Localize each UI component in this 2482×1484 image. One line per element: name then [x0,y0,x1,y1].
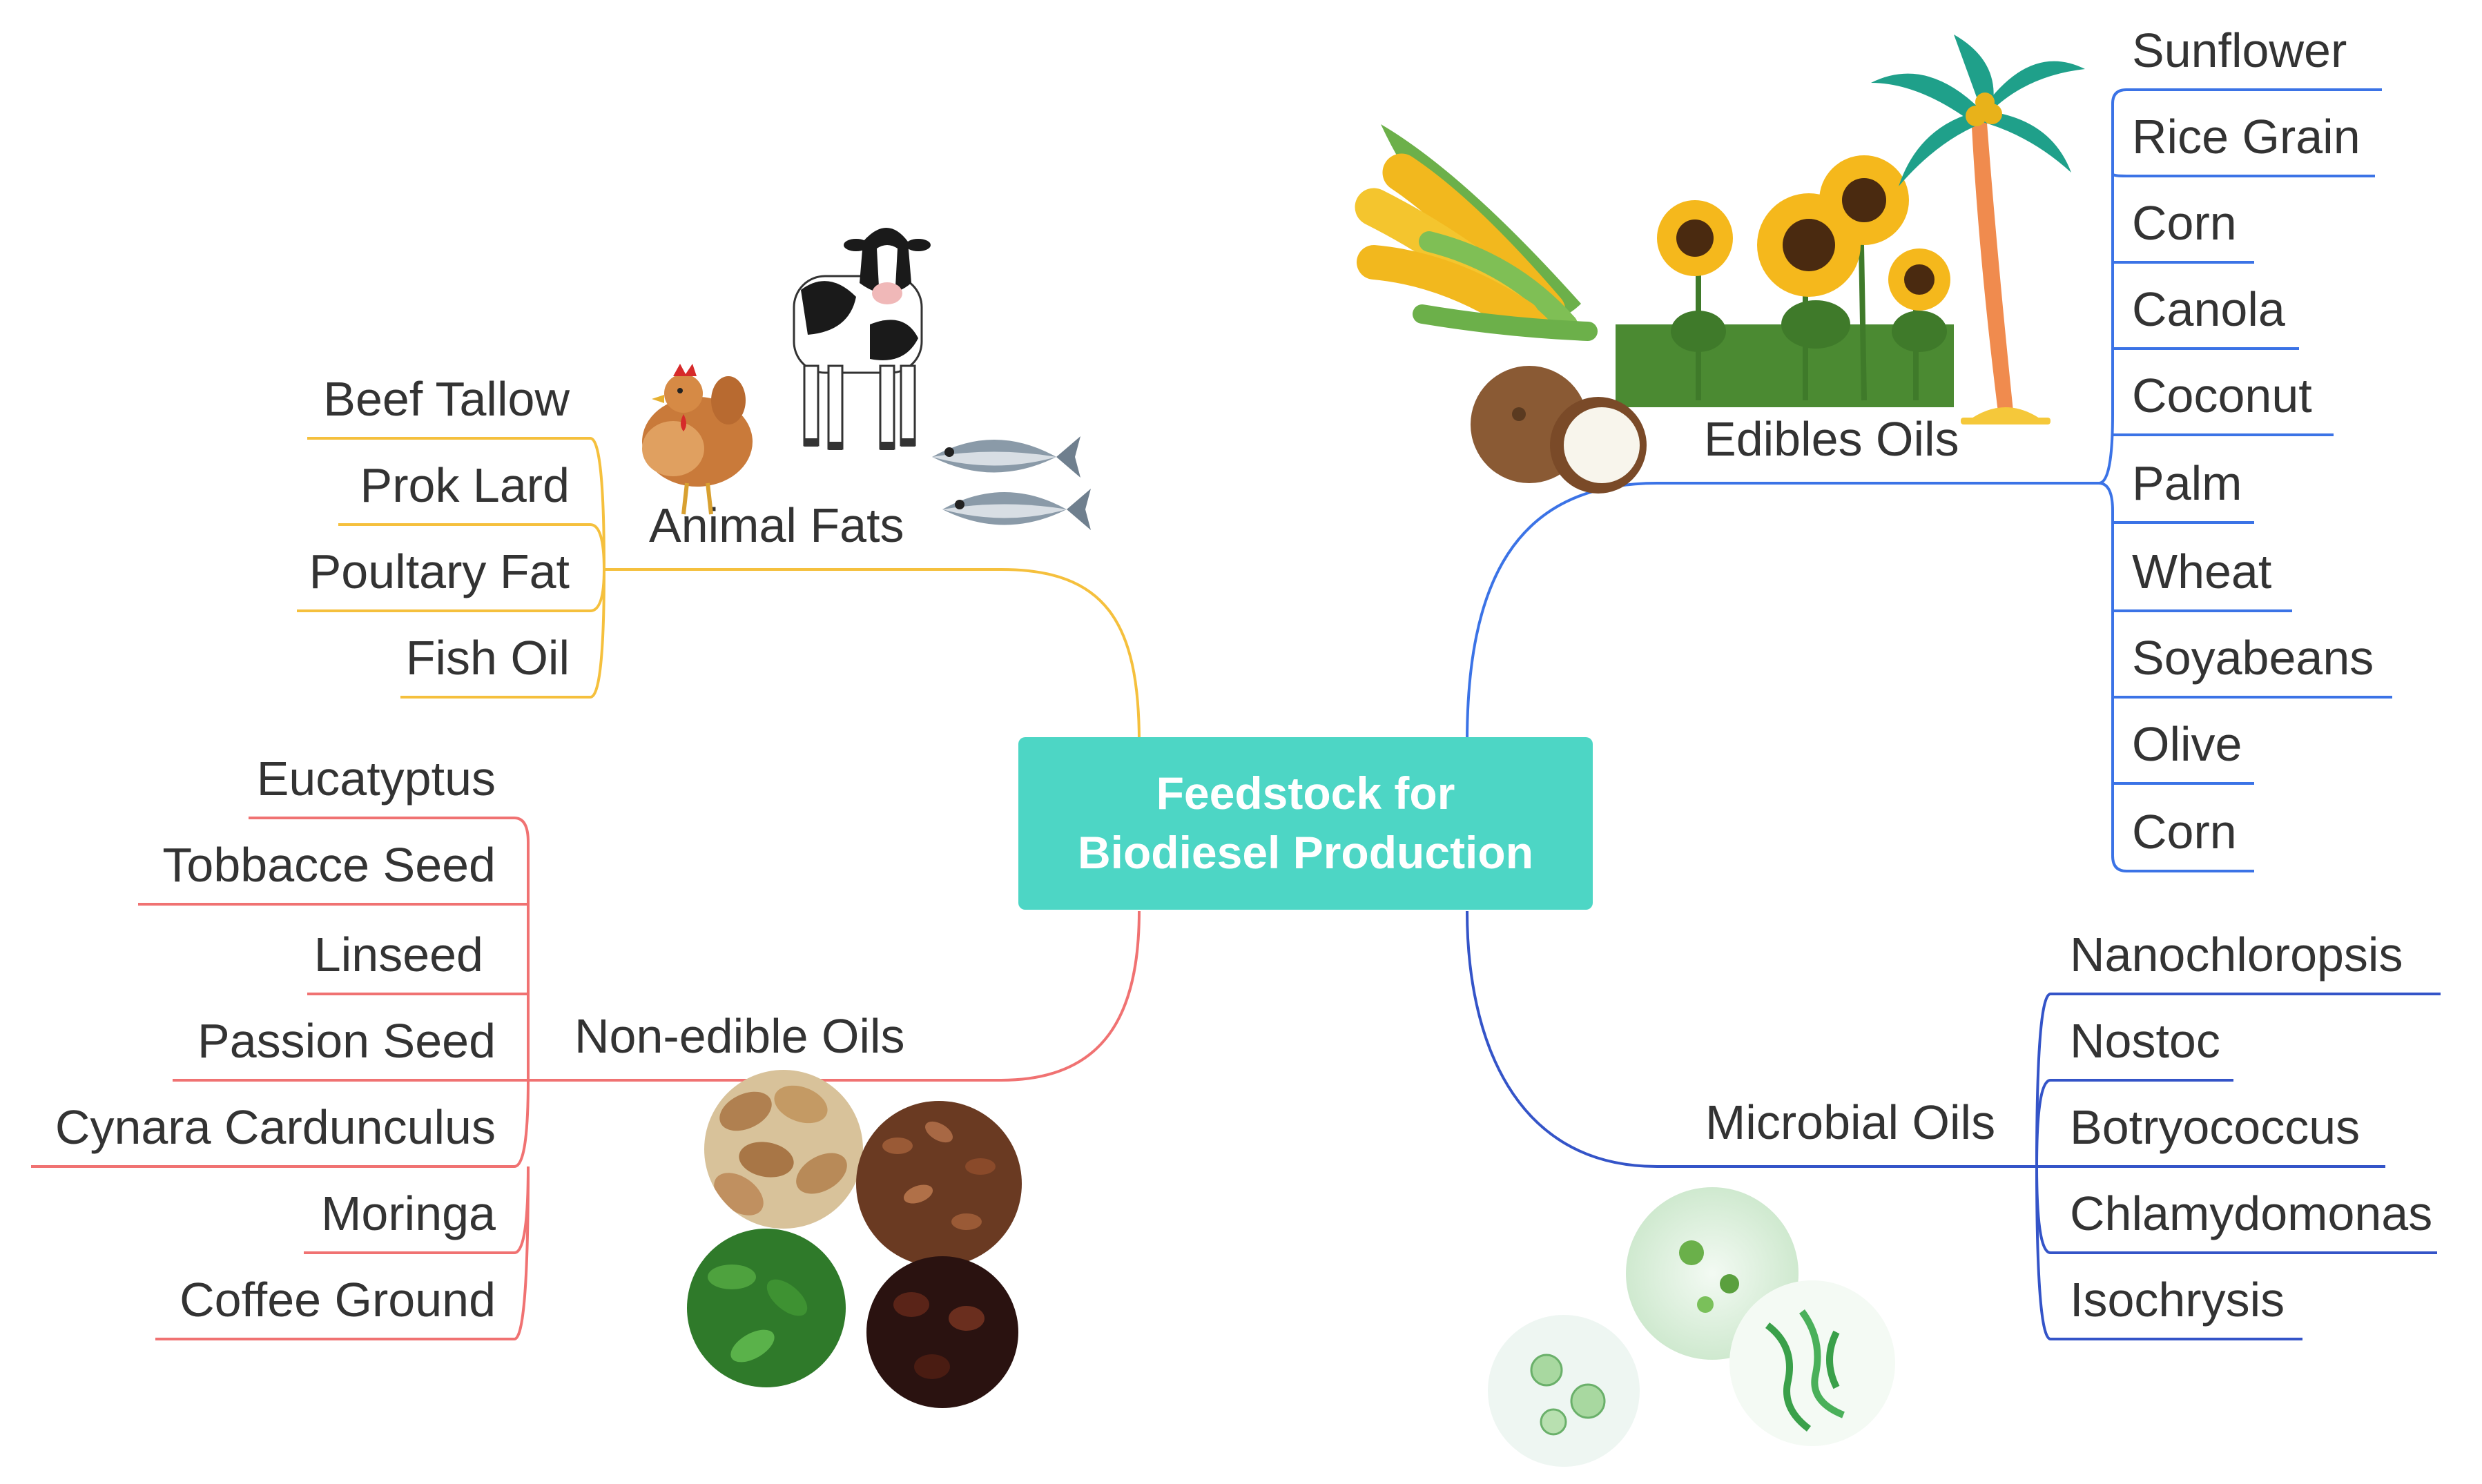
leaf-palm[interactable]: Palm [2132,456,2242,510]
cow-icon [793,228,931,450]
leaf-nanochloropsis[interactable]: Nanochloropsis [2070,928,2403,982]
leaf-olive[interactable]: Olive [2132,717,2242,771]
center-node[interactable]: Feedstock for Biodiesel Production [1018,737,1593,910]
leaf-sunflower[interactable]: Sunflower [2132,23,2347,77]
coconut-icon [1471,366,1647,494]
palm-tree-icon [1871,35,2085,424]
leaf-wheat[interactable]: Wheat [2132,545,2271,598]
leaf-eucatyptus[interactable]: Eucatyptus [257,752,496,806]
leaf-corn-2[interactable]: Corn [2132,805,2237,859]
leaf-cynara-cardunculus[interactable]: Cynara Cardunculus [55,1100,496,1154]
fish-icon [932,436,1091,530]
leaf-tobbacce-seed[interactable]: Tobbacce Seed [162,838,496,892]
leaf-chlamydomonas[interactable]: Chlamydomonas [2070,1187,2432,1240]
leaf-botryococcus[interactable]: Botryococcus [2070,1100,2360,1154]
leaf-fish-oil[interactable]: Fish Oil [406,631,570,685]
microbial-oils-connectors [1466,910,2441,1340]
sunflower-icon [1616,155,1954,407]
edible-oils-connectors [1466,88,2392,872]
leaf-soyabeans[interactable]: Soyabeans [2132,631,2374,685]
leaf-beef-tallow[interactable]: Beef Tallow [323,372,570,426]
center-title-line2: Biodiesel Production [1078,827,1533,878]
chicken-icon [642,364,753,515]
leaf-canola[interactable]: Canola [2132,282,2285,336]
microalgae-photo-icon [1488,1187,1895,1467]
branch-label-edible-oils[interactable]: Edibles Oils [1704,412,1959,466]
leaf-moringa[interactable]: Moringa [321,1187,496,1240]
leaf-coffee-ground[interactable]: Coffee Ground [180,1273,496,1327]
leaf-passion-seed[interactable]: Passion Seed [197,1014,496,1068]
center-title-line1: Feedstock for [1156,768,1455,819]
corn-icon [1355,124,1598,341]
leaf-rice-grain[interactable]: Rice Grain [2132,110,2360,164]
leaf-poultary-fat[interactable]: Poultary Fat [309,545,570,598]
branch-label-animal-fats[interactable]: Animal Fats [649,498,904,552]
leaf-nostoc[interactable]: Nostoc [2070,1014,2220,1068]
seeds-photo-icon [687,1070,1022,1408]
leaf-isochrysis[interactable]: Isochrysis [2070,1273,2285,1327]
leaf-linseed[interactable]: Linseed [314,928,483,982]
center-node-box [1018,737,1593,910]
animal-fats-connectors [297,437,1141,743]
branch-label-microbial-oils[interactable]: Microbial Oils [1705,1095,1995,1149]
leaf-coconut[interactable]: Coconut [2132,369,2312,422]
non-edible-oils-connectors [31,817,1141,1340]
leaf-prok-lard[interactable]: Prok Lard [360,458,570,512]
leaf-corn[interactable]: Corn [2132,196,2237,250]
branch-label-non-edible-oils[interactable]: Non-edible Oils [574,1009,905,1063]
